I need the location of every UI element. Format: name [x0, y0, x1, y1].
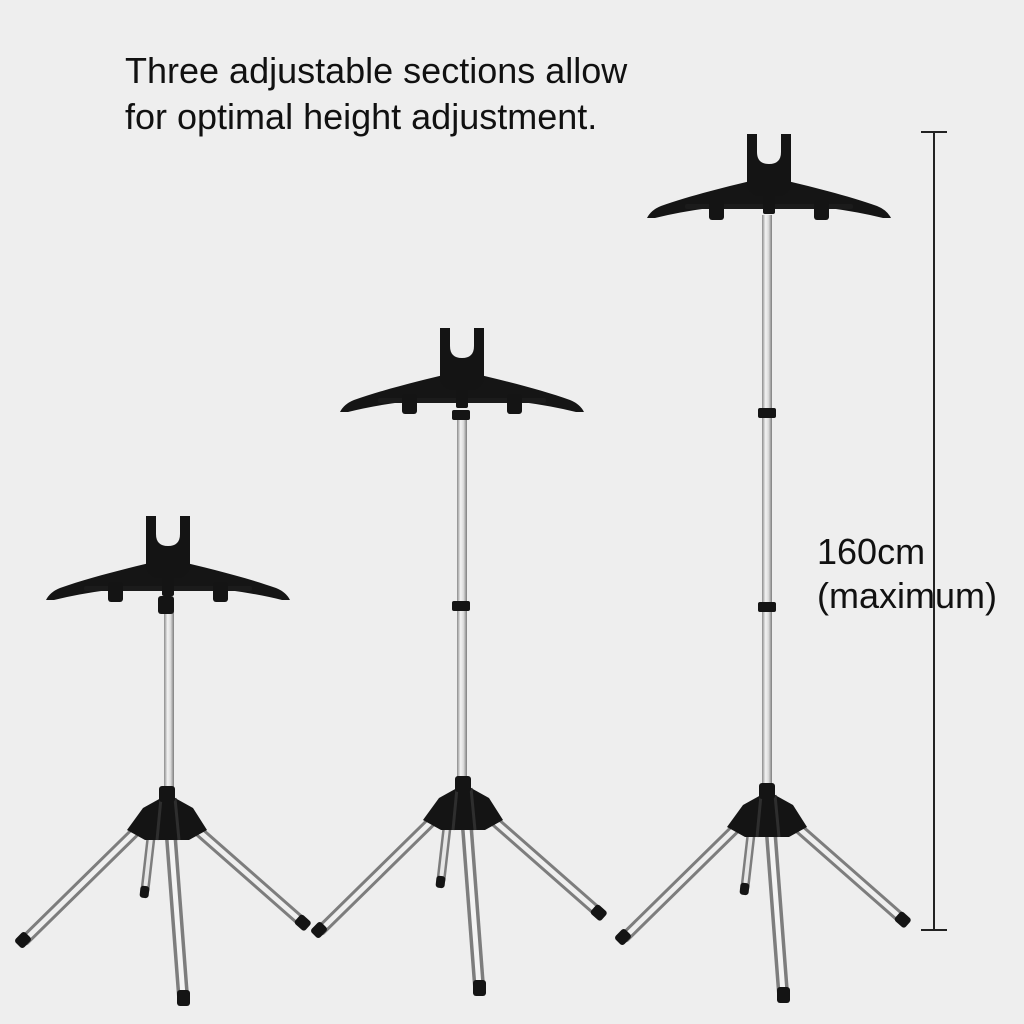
caption: Three adjustable sections allow for opti… — [125, 48, 627, 140]
caption-line-1: Three adjustable sections allow — [125, 50, 628, 91]
height-label: 160cm (maximum) — [817, 530, 997, 618]
stand-medium — [310, 328, 608, 996]
height-qualifier: (maximum) — [817, 575, 997, 616]
caption-line-2: for optimal height adjustment. — [125, 96, 598, 137]
height-value: 160cm — [817, 531, 926, 572]
stand-tall — [614, 134, 912, 1003]
stand-short — [14, 516, 312, 1006]
height-measure-bar — [921, 131, 947, 931]
